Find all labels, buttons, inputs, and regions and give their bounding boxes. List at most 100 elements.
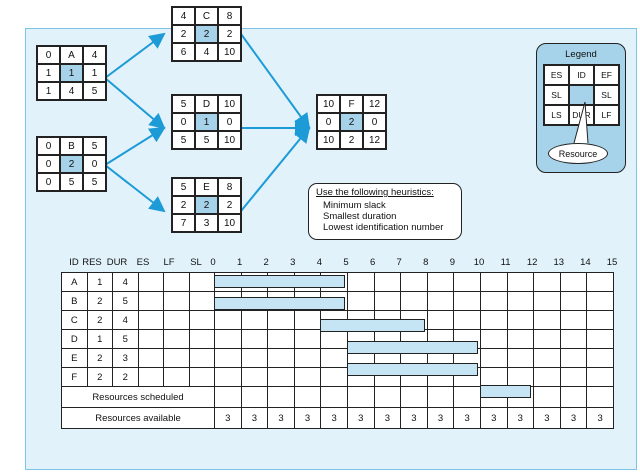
node-dur: 2 (340, 131, 363, 149)
resources-scheduled-value (453, 386, 481, 408)
node-dur: 5 (60, 173, 83, 191)
arrow-b-e (104, 164, 166, 213)
cell-id: D (61, 329, 88, 349)
time-cell (586, 367, 614, 387)
cell-id: B (61, 291, 88, 311)
node-id: F (340, 95, 363, 113)
activity-bar-f (480, 385, 532, 398)
node-sl-right: 1 (83, 64, 106, 82)
time-tick: 5 (343, 257, 349, 268)
legend-ls: LS (544, 105, 569, 125)
time-tick: 7 (396, 257, 402, 268)
activity-bar-a (214, 275, 345, 288)
time-cell (373, 272, 402, 292)
node-resource: 2 (60, 155, 83, 173)
time-cell (373, 291, 402, 311)
cell-sl (188, 291, 215, 311)
node-ls: 6 (172, 43, 195, 61)
time-cell (426, 272, 455, 292)
resources-scheduled-value (559, 386, 588, 408)
time-cell (293, 310, 322, 330)
legend-id: ID (569, 65, 594, 85)
time-cell (506, 367, 535, 387)
cell-lf (163, 310, 190, 330)
time-cell (320, 348, 348, 368)
cell-id: E (61, 348, 88, 368)
cell-res: 2 (86, 310, 113, 330)
resources-scheduled-value (426, 386, 455, 408)
node-sl-right: 0 (363, 113, 386, 131)
time-cell (214, 348, 242, 368)
node-es: 0 (37, 137, 60, 155)
legend-resource-cell (569, 85, 594, 105)
time-cell (320, 367, 348, 387)
resources-available-value: 3 (479, 407, 508, 429)
cell-res: 1 (86, 329, 113, 349)
time-cell (506, 291, 535, 311)
time-cell (586, 272, 614, 292)
time-cell (559, 329, 588, 349)
cell-es (137, 291, 164, 311)
node-dur: 5 (195, 131, 218, 149)
node-ls: 5 (172, 131, 195, 149)
resources-available-value: 3 (426, 407, 455, 429)
cell-id: C (61, 310, 88, 330)
node-dur: 3 (195, 214, 218, 232)
resources-available-value: 3 (214, 407, 242, 429)
time-tick: 0 (210, 257, 216, 268)
time-cell (533, 367, 561, 387)
cell-sl (188, 310, 215, 330)
heuristics-box: Use the following heuristics: Minimum sl… (308, 183, 462, 240)
resources-available-value: 3 (320, 407, 348, 429)
arrow-b-d (104, 126, 166, 166)
legend-sl-left: SL (544, 85, 569, 105)
time-tick: 6 (369, 257, 376, 268)
heuristic-item: Minimum slack (323, 200, 386, 211)
node-lf: 10 (218, 131, 241, 149)
resources-scheduled-value (267, 386, 295, 408)
cell-dur: 2 (112, 367, 139, 387)
resources-scheduled-label: Resources scheduled (61, 386, 215, 408)
time-tick: 15 (606, 257, 618, 268)
time-tick: 8 (423, 257, 429, 268)
time-cell (240, 329, 269, 349)
cell-sl (188, 329, 215, 349)
time-cell (533, 329, 561, 349)
node-sl-right: 0 (218, 113, 241, 131)
time-tick: 1 (236, 257, 243, 268)
time-cell (293, 348, 322, 368)
time-cell (426, 310, 455, 330)
arrow-a-d (104, 77, 166, 130)
time-cell (479, 329, 508, 349)
column-header: DUR (106, 257, 128, 268)
time-cell (533, 291, 561, 311)
time-cell (533, 348, 561, 368)
time-cell (559, 272, 588, 292)
legend-sl-right: SL (594, 85, 619, 105)
node-es: 5 (172, 178, 195, 196)
cell-lf (163, 329, 190, 349)
node-ef: 8 (218, 7, 241, 25)
node-ls: 7 (172, 214, 195, 232)
resources-scheduled-value (586, 386, 614, 408)
time-cell (346, 272, 375, 292)
resources-available-value: 3 (533, 407, 561, 429)
node-sl-left: 0 (37, 155, 60, 173)
cell-es (137, 367, 164, 387)
time-cell (586, 348, 614, 368)
cell-es (137, 329, 164, 349)
node-resource: 2 (195, 25, 218, 43)
cell-dur: 5 (112, 291, 139, 311)
resources-available-value: 3 (240, 407, 269, 429)
resources-available-value: 3 (346, 407, 375, 429)
time-cell (453, 310, 481, 330)
node-es: 5 (172, 95, 195, 113)
node-lf: 10 (218, 214, 241, 232)
column-header: ES (136, 257, 150, 268)
resources-scheduled-value (400, 386, 428, 408)
node-lf: 10 (218, 43, 241, 61)
